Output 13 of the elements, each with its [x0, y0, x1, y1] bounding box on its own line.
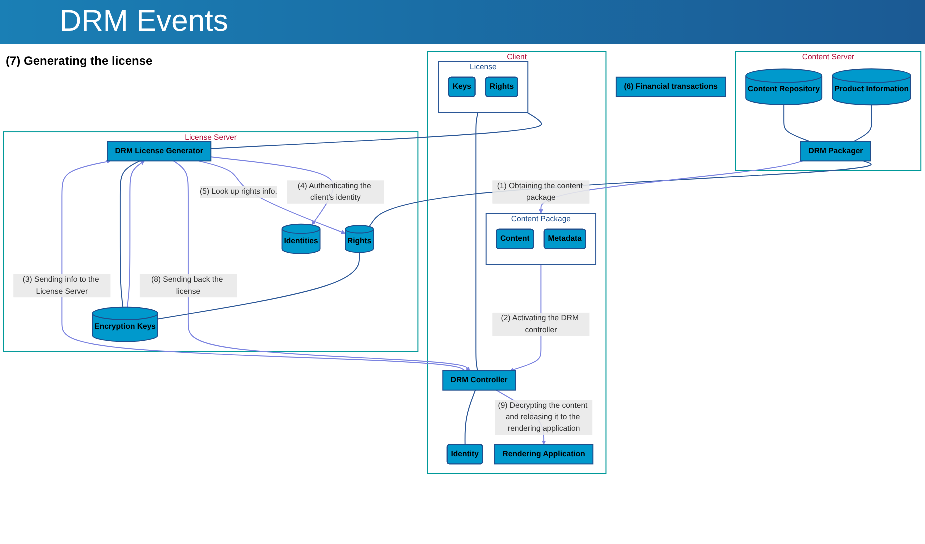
note: (7) Generating the license: [6, 54, 153, 68]
connector: [120, 160, 140, 308]
arrow: [198, 160, 346, 234]
connector: [157, 252, 360, 320]
arrow: [127, 160, 145, 308]
connector: [853, 104, 872, 142]
connector: [784, 104, 810, 142]
connector: [464, 390, 476, 446]
connector: [476, 112, 479, 372]
title: DRM Events: [59, 4, 228, 40]
connector: [210, 112, 542, 150]
arrow: [173, 160, 470, 372]
arrow: [62, 160, 466, 372]
